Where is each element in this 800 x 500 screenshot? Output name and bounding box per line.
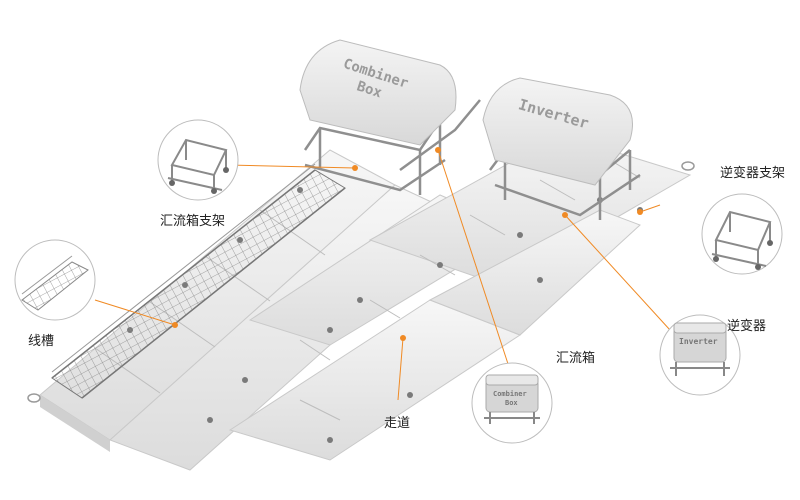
label-inverter-bracket: 逆变器支架 [720,166,786,181]
float-row-left-side [40,395,110,452]
combiner-box-text-line2: Box [355,78,385,101]
float-right-lower [428,209,641,336]
label-walkway: 走道 [384,416,411,431]
label-inverter: 逆变器 [727,319,767,334]
label-cable-tray: 线槽 [28,334,55,349]
label-combiner-bracket: 汇流箱支架 [160,214,226,229]
inverter-box [482,77,633,186]
combiner-box-assembly: Combiner Box [299,39,481,195]
inset-cable-tray [14,239,96,321]
inset-combiner-bracket [157,119,239,201]
inset-inverter-bracket [701,193,783,275]
inset-inverter-text: Inverter [679,337,718,346]
float-right-row [368,134,692,286]
inset-combiner-box: Combiner Box [471,362,553,444]
inset-combiner-text2: Box [505,399,518,407]
inset-inverter: Inverter [659,314,741,396]
callout-leaders [94,149,671,401]
cable-tray [51,163,346,399]
inverter-assembly: Inverter [482,77,641,220]
callout-dots [172,147,643,341]
label-combiner-box: 汇流箱 [556,351,596,366]
inset-combiner-text1: Combiner [493,390,527,398]
combiner-box [299,39,457,146]
float-platform [27,134,695,471]
